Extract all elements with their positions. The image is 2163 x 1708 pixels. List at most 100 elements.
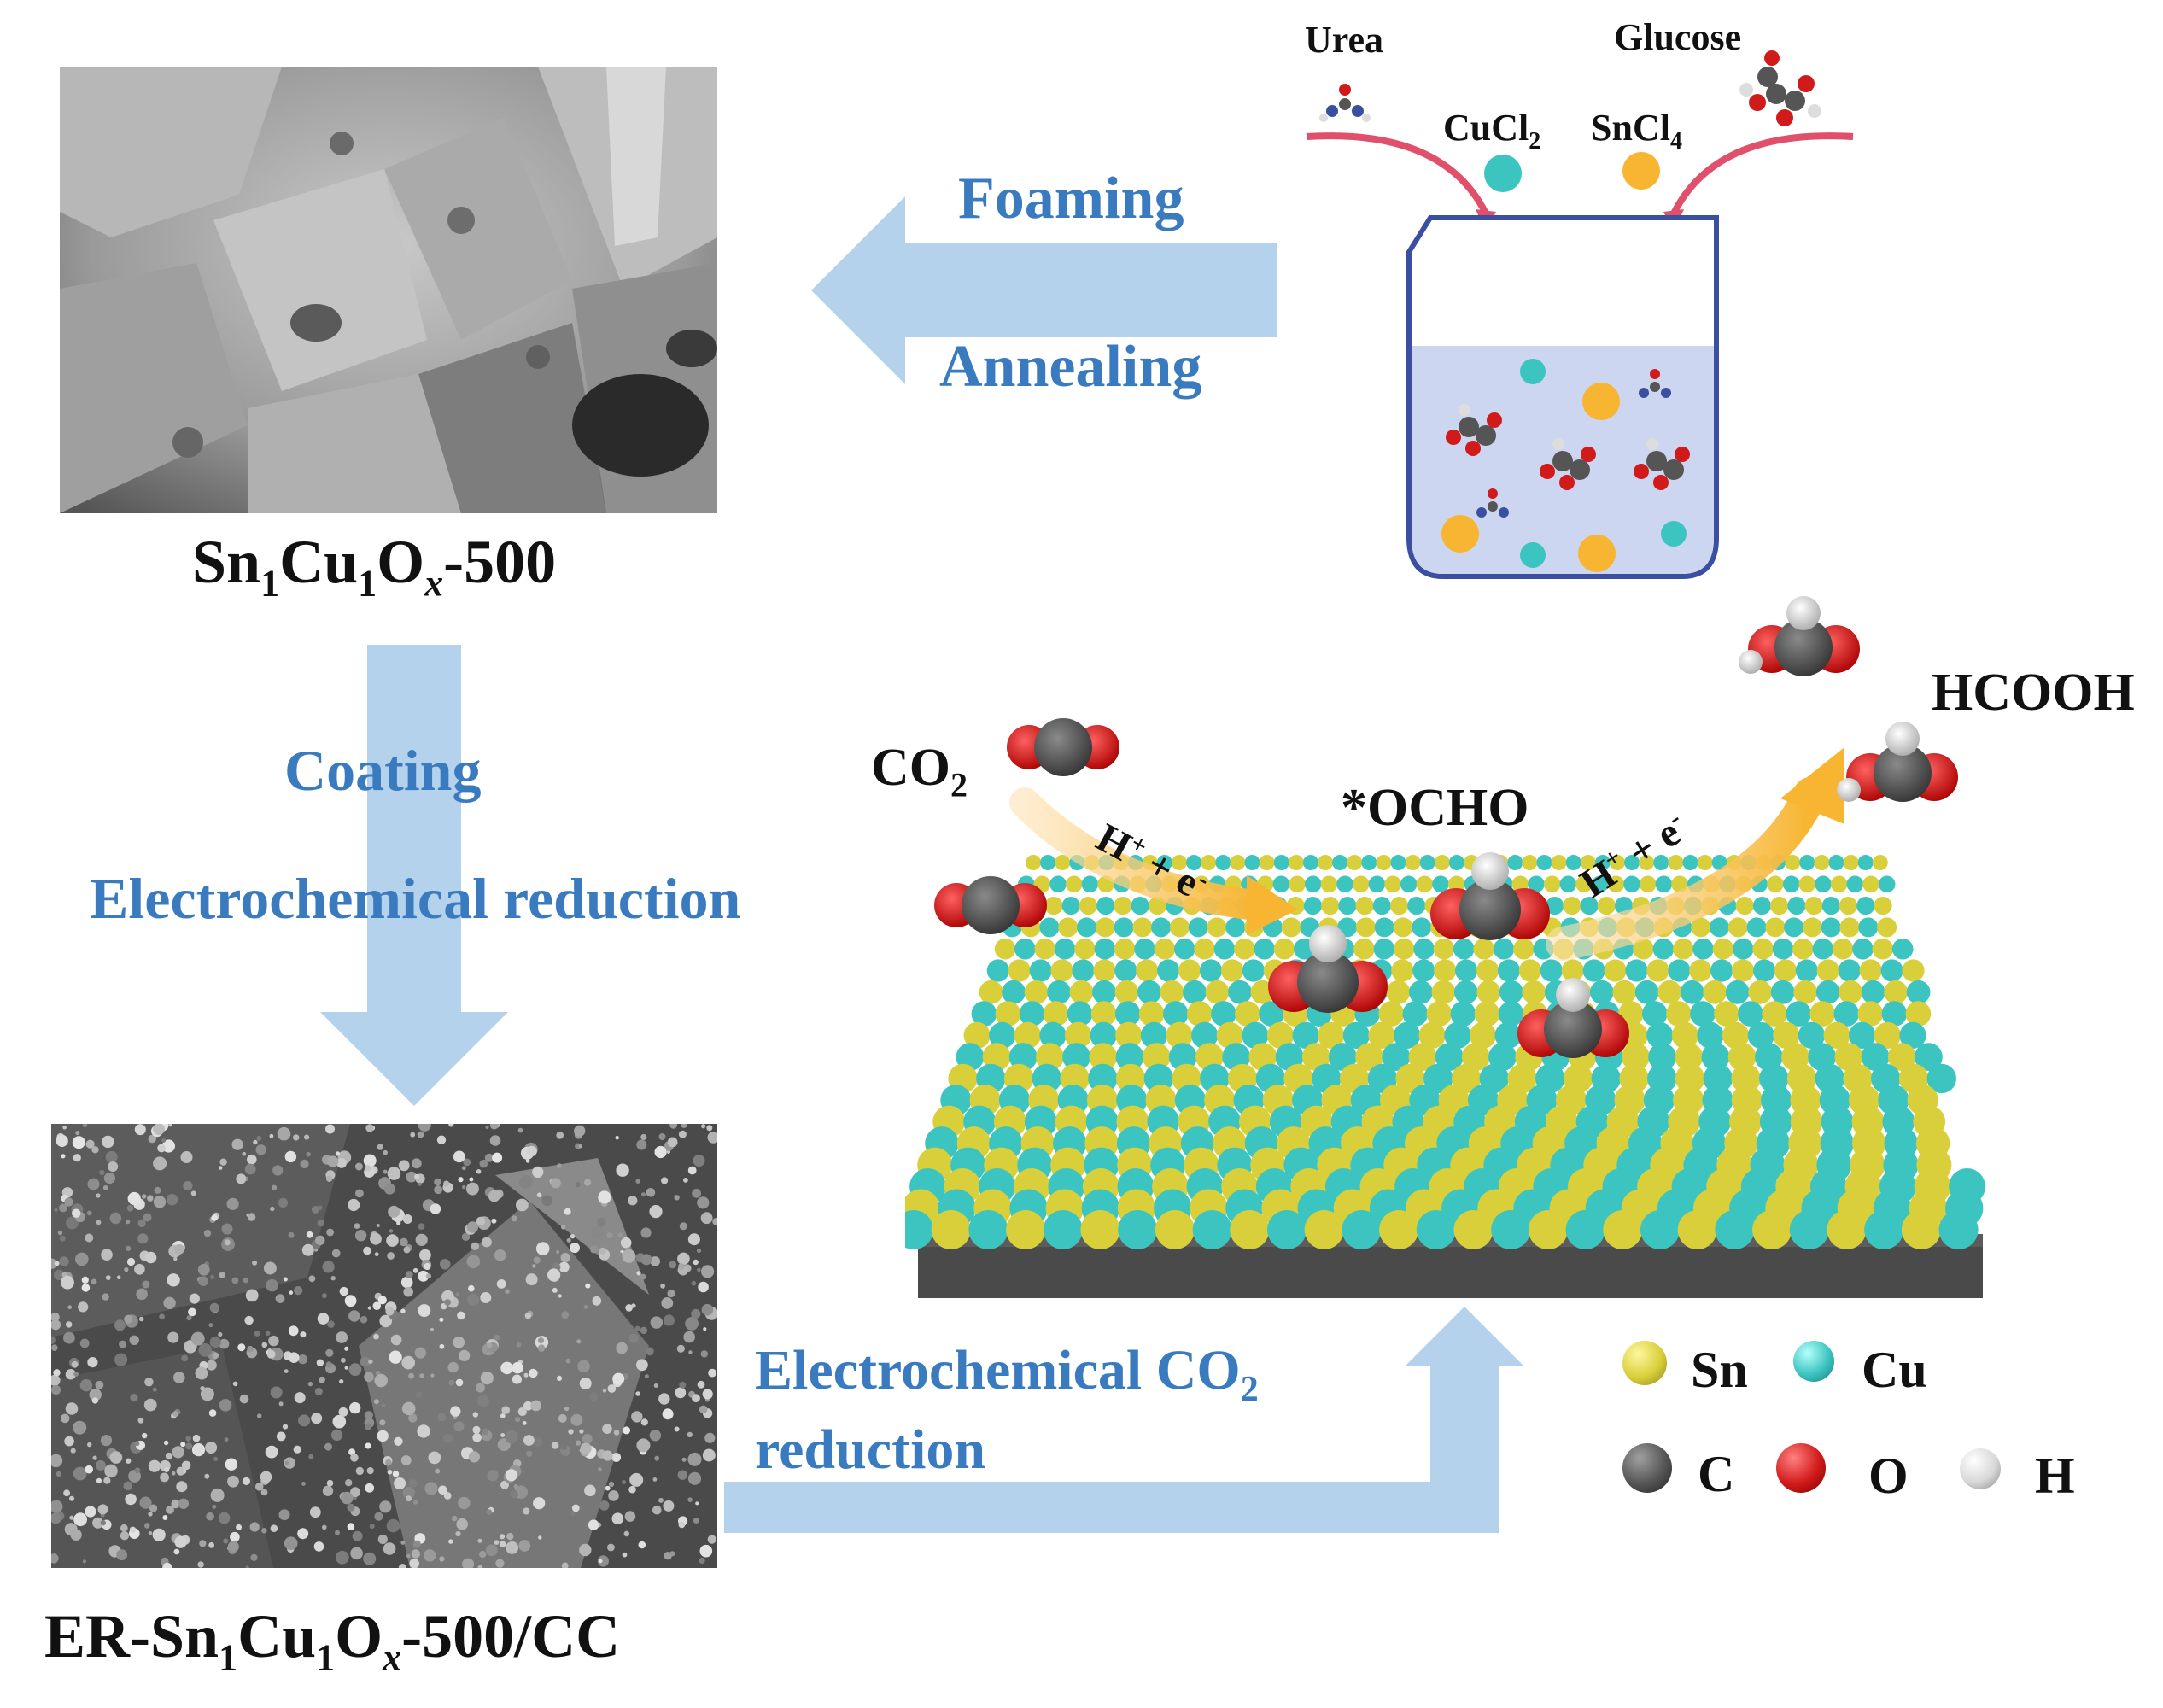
sem-grain — [418, 1182, 422, 1186]
sem-grain — [496, 1279, 506, 1289]
sem-grain — [199, 1540, 207, 1547]
sn-atom — [1426, 1001, 1453, 1027]
sem-grain — [219, 1158, 227, 1166]
cu-atom — [1594, 855, 1611, 870]
sem-grain — [330, 1429, 343, 1441]
sem-grain — [137, 1417, 144, 1424]
sem-grain — [418, 1223, 425, 1230]
sem-grain — [381, 1403, 386, 1407]
sem-grain — [386, 1518, 400, 1533]
cu-atom — [1188, 917, 1208, 938]
sn-atom — [1839, 897, 1858, 915]
cu-atom — [1546, 897, 1564, 915]
sn-atom — [1843, 855, 1859, 870]
sem-grain — [166, 1506, 174, 1514]
sem-grain — [181, 1354, 189, 1362]
sem-grain — [348, 1363, 362, 1377]
sem-grain — [247, 1213, 256, 1221]
sem-grain — [78, 1301, 89, 1313]
sem-grain — [325, 1175, 333, 1182]
sem-grain — [332, 1414, 347, 1429]
sn-atom — [1839, 980, 1862, 1004]
cu-atom — [1039, 1021, 1067, 1049]
sem-grain — [278, 1197, 289, 1208]
glucose-molecule-top — [1739, 50, 1821, 126]
sn-atom — [1522, 855, 1538, 870]
sem-grain — [270, 1524, 278, 1532]
sem-grain — [394, 1477, 406, 1489]
sem-grain — [104, 1464, 118, 1478]
cu-atom — [1329, 1043, 1357, 1071]
sem-grain — [85, 1233, 94, 1243]
sem-grain — [692, 1394, 700, 1403]
sem-grain — [415, 1233, 428, 1246]
sem-grain — [293, 1134, 300, 1141]
urea-molecule-top — [1319, 84, 1371, 122]
sem-grain — [75, 1131, 80, 1136]
cu-atom — [1019, 1001, 1045, 1027]
sem-grain — [385, 1307, 395, 1316]
cu-atom — [1499, 980, 1523, 1004]
cu-atom — [1394, 1021, 1421, 1049]
sem-grain — [589, 1245, 599, 1254]
sem-grain — [458, 1177, 464, 1183]
sem-grain — [414, 1173, 419, 1179]
sn-atom — [1201, 855, 1217, 870]
sn-atom — [1172, 855, 1187, 870]
sem-grain — [535, 1242, 550, 1255]
sem-grain — [699, 1557, 705, 1565]
cu-atom — [1770, 980, 1795, 1004]
sem-grain — [631, 1303, 636, 1308]
sn-atom — [1026, 855, 1041, 870]
cu-atom — [1225, 917, 1246, 938]
sem-grain — [208, 1541, 215, 1548]
sem-grain — [430, 1373, 435, 1378]
label-sub: x — [424, 562, 444, 605]
sem-grain — [644, 1374, 649, 1379]
legend-label: O — [1868, 1448, 1909, 1504]
sem-grain — [551, 1442, 559, 1449]
sem-grain — [301, 1482, 306, 1486]
cu-atom — [1402, 1001, 1429, 1027]
cu-atom — [1419, 855, 1435, 870]
sem-grain — [374, 1512, 383, 1521]
sem-grain — [661, 1297, 674, 1309]
sem-grain — [681, 1457, 687, 1462]
sem-grain — [505, 1430, 518, 1444]
sem-grain — [236, 1173, 247, 1184]
sem-grain — [212, 1352, 219, 1360]
cu-atom — [1342, 1021, 1370, 1049]
sem-grain — [628, 1196, 638, 1206]
sem-grain — [243, 1277, 249, 1284]
sem-grain — [506, 1541, 519, 1554]
cu-atom — [1090, 1021, 1117, 1049]
sem-grain — [197, 1561, 204, 1568]
cu-atom — [1634, 980, 1659, 1004]
cu-atom — [1493, 938, 1515, 960]
sem-grain — [298, 1414, 311, 1427]
sn-atom — [1689, 959, 1712, 982]
sem-grain — [136, 1288, 148, 1301]
sem-grain — [674, 1195, 680, 1201]
sem-grain — [620, 1237, 632, 1249]
cu-atom — [1938, 1210, 1979, 1249]
sn-atom — [1393, 938, 1415, 960]
sem-grain — [339, 1286, 348, 1296]
sem-grain — [435, 1468, 441, 1474]
sn-atom — [1752, 1210, 1792, 1249]
sem-grain — [270, 1386, 283, 1399]
sn-atom — [1065, 1021, 1092, 1049]
cu-atom — [989, 1021, 1016, 1049]
sem-grain — [550, 1178, 561, 1189]
sem-grain — [92, 1455, 97, 1460]
cu-atom — [1772, 938, 1794, 960]
sem-grain — [712, 1218, 717, 1225]
sn-atom — [1034, 938, 1056, 960]
sn-atom — [995, 1001, 1021, 1027]
sem-grain — [560, 1253, 570, 1263]
cu-atom — [1852, 938, 1874, 960]
sem-grain — [100, 1435, 113, 1447]
sem-grain — [525, 1273, 538, 1286]
sn-atom — [1043, 1001, 1069, 1027]
sem-grain — [602, 1389, 607, 1393]
